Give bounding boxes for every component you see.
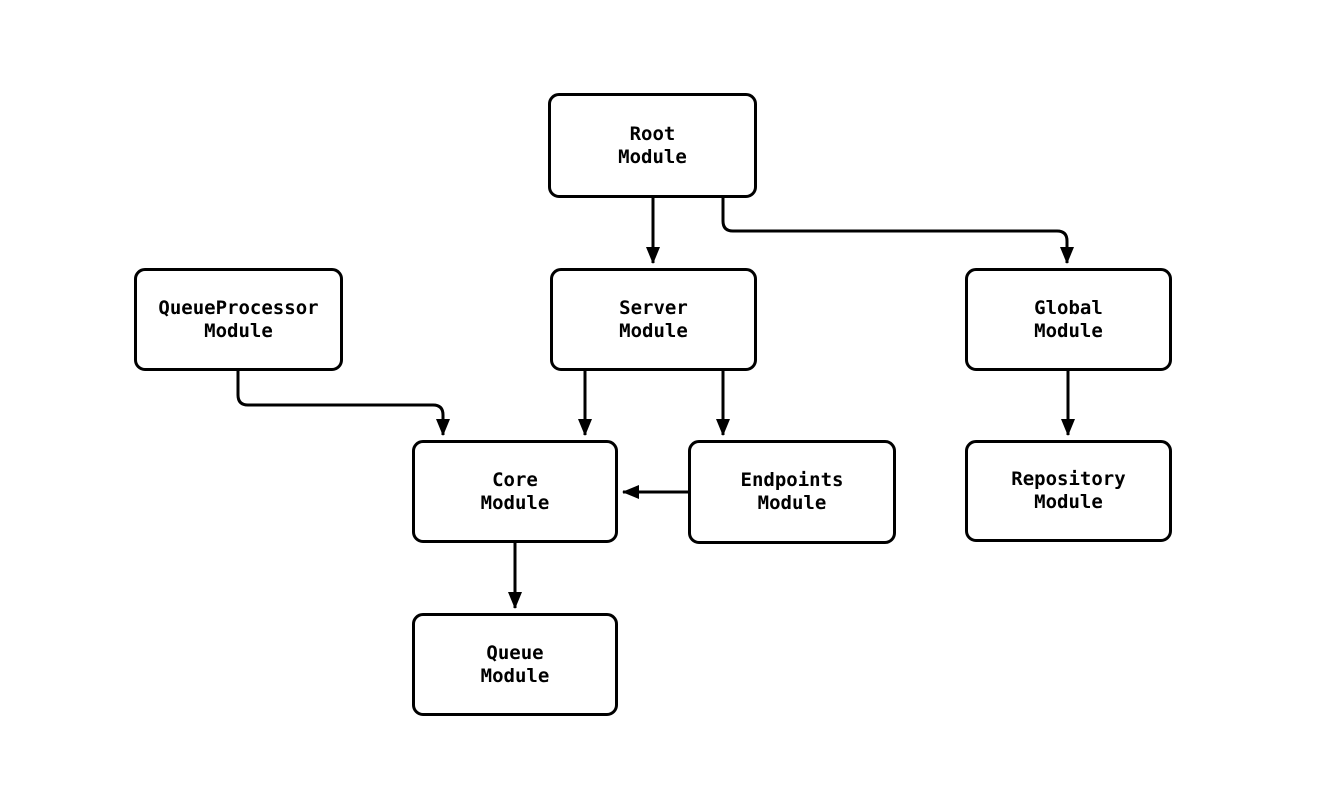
node-label: QueueProcessor [158,296,319,319]
node-repository-module: Repository Module [965,440,1172,542]
node-label: Module [619,319,688,342]
node-label: Module [618,145,687,168]
node-root-module: Root Module [548,93,757,198]
node-queue-module: Queue Module [412,613,618,716]
node-label: Server [619,296,688,319]
node-label: Module [480,491,550,514]
node-endpoints-module: Endpoints Module [688,440,896,544]
node-label: Root [629,122,676,145]
node-label: Global [1034,296,1103,319]
node-label: Module [480,664,550,687]
node-label: Module [1034,491,1103,513]
node-server-module: Server Module [550,268,757,371]
node-label: Core [492,468,538,491]
node-core-module: Core Module [412,440,618,543]
node-label: Module [204,319,273,342]
node-queueprocessor-module: QueueProcessor Module [134,268,343,371]
node-label: Queue [486,641,544,664]
node-label: Module [1034,319,1103,342]
edge-queueprocessor-to-core [236,371,450,436]
edge-root-to-global [721,198,1074,264]
node-global-module: Global Module [965,268,1172,371]
node-label: Module [757,492,827,514]
node-label: Endpoints [740,469,844,491]
node-label: Repository [1011,468,1126,490]
